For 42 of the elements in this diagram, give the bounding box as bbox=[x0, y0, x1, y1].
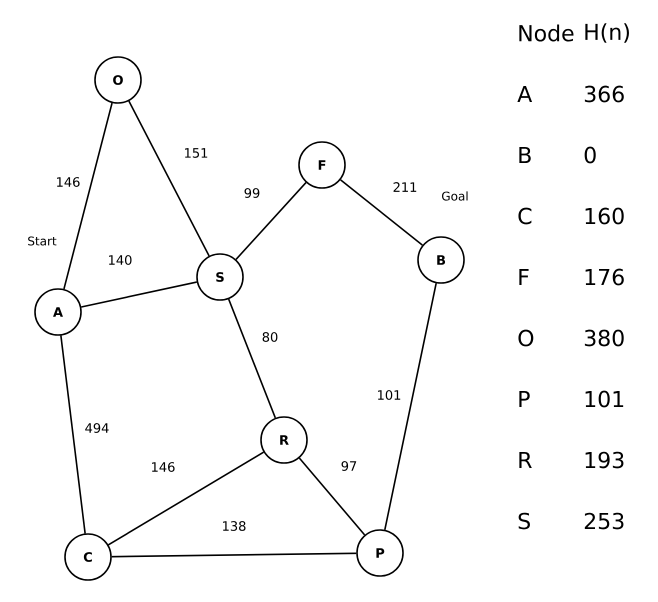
edge-line bbox=[298, 458, 366, 536]
edge-label: 99 bbox=[242, 187, 262, 199]
table-cell: R bbox=[519, 452, 532, 468]
edge-label: 494 bbox=[84, 422, 110, 434]
table-cell: 0 bbox=[584, 146, 596, 164]
edge-label: 97 bbox=[340, 460, 358, 472]
table-cell: 160 bbox=[586, 208, 624, 224]
edge-label: 80 bbox=[260, 331, 280, 343]
edge-line bbox=[63, 102, 113, 290]
table-cell: B bbox=[519, 146, 531, 164]
table-cell: H(n) bbox=[585, 23, 629, 43]
table-cell: 366 bbox=[584, 86, 624, 102]
edge-line bbox=[81, 281, 197, 308]
table-cell: P bbox=[519, 390, 530, 408]
table-cell: S bbox=[518, 512, 530, 530]
edge-line bbox=[228, 298, 276, 418]
edge-label: 138 bbox=[220, 520, 248, 532]
edge-label: 151 bbox=[182, 147, 210, 159]
table-cell: 380 bbox=[584, 330, 624, 346]
table-cell: Node bbox=[519, 24, 574, 42]
table-cell: C bbox=[518, 208, 532, 224]
edge-line bbox=[108, 452, 264, 546]
edge-label: 140 bbox=[106, 254, 134, 266]
table-cell: O bbox=[518, 330, 534, 346]
edge-label: 101 bbox=[376, 389, 402, 401]
edge-label: 146 bbox=[150, 461, 176, 473]
table-cell: F bbox=[519, 268, 529, 286]
edge-label: 146 bbox=[54, 176, 82, 188]
edge-line bbox=[384, 283, 437, 530]
edge-line bbox=[235, 182, 307, 260]
edge-line bbox=[112, 552, 356, 558]
table-cell: 193 bbox=[586, 452, 624, 468]
edge-label: 211 bbox=[392, 181, 418, 193]
table-cell: 253 bbox=[584, 512, 624, 530]
edge-line bbox=[128, 100, 210, 256]
edge-line bbox=[60, 336, 86, 534]
node-caption: Goal bbox=[442, 191, 468, 201]
table-cell: A bbox=[517, 86, 532, 102]
table-cell: 176 bbox=[586, 268, 624, 286]
edge-line bbox=[340, 179, 423, 246]
table-cell: 101 bbox=[586, 390, 624, 408]
node-caption: Start bbox=[28, 236, 56, 246]
